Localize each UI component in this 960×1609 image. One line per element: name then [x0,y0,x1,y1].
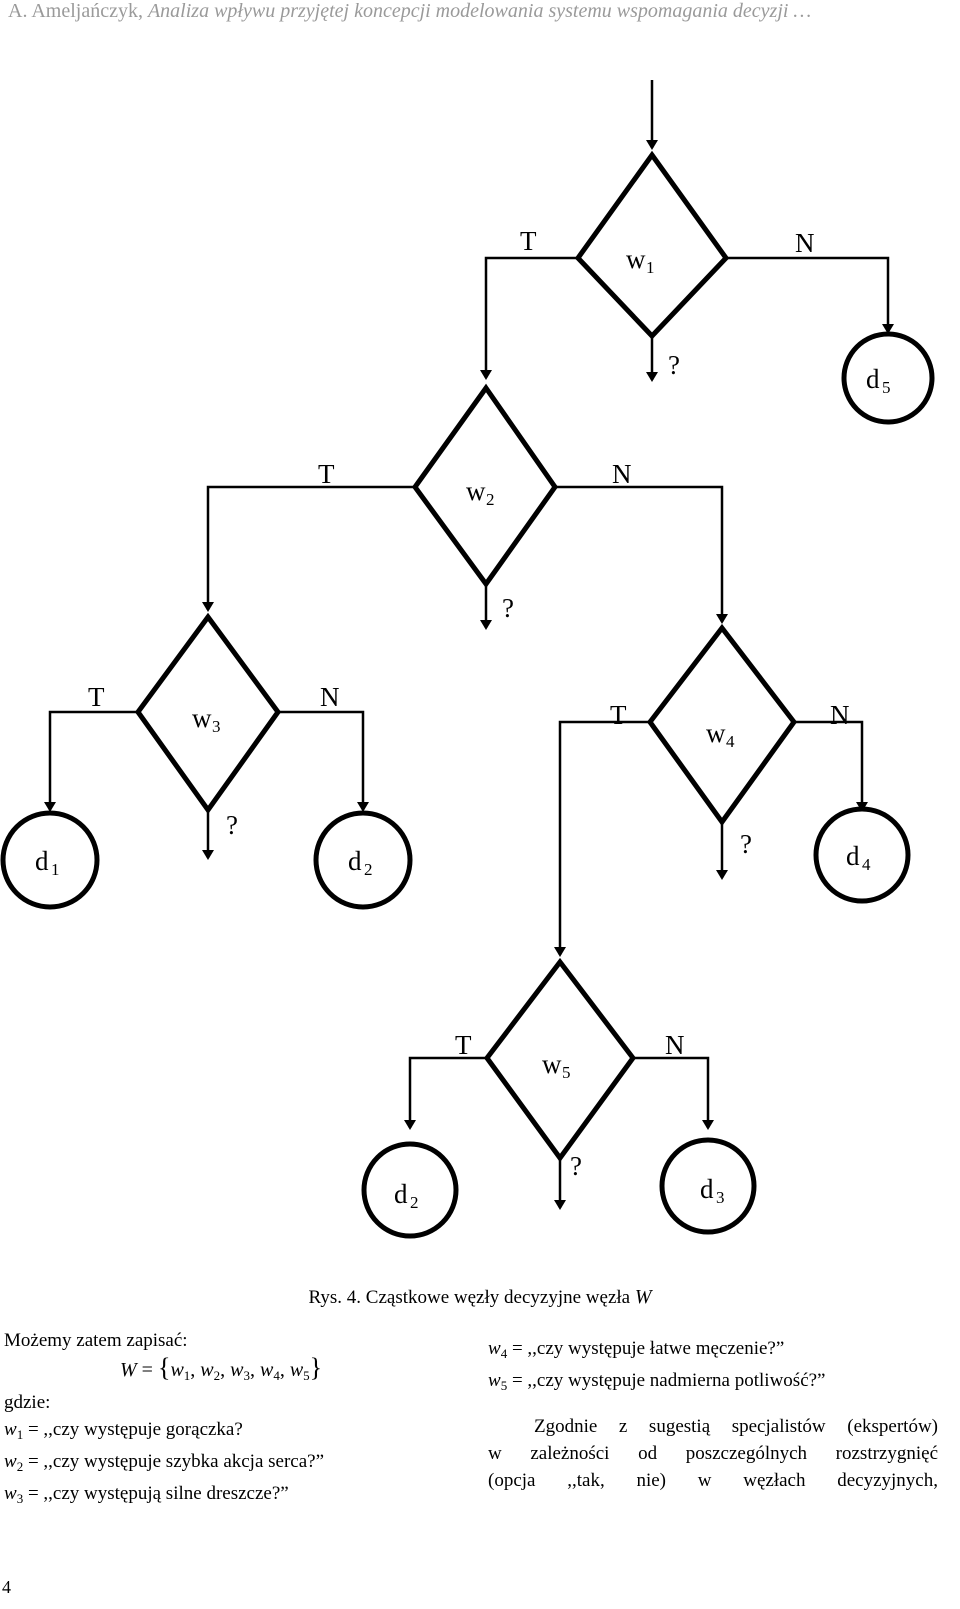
page-number: 4 [2,1577,11,1597]
node-letter: d [35,846,49,876]
definition-subscript: 1 [16,1427,24,1442]
figure-caption: Rys. 4. Cząstkowe węzły decyzyjne węzła … [0,1286,960,1309]
branch-no-label: N [612,459,632,489]
paragraph-line: (opcja ,,tak, nie) w węzłach decyzyjnych… [488,1470,938,1491]
decision-tree-diagram: w 1 T N ? w 2 T N ? w 3 T N ? w 4 T N ? … [0,80,935,1239]
definition-w5: w5 = ,,czy występuje nadmierna potliwość… [488,1367,938,1399]
node-letter: d [700,1174,714,1204]
decision-node-w4: w 4 T N ? [610,623,850,859]
formula-equals: = [141,1359,153,1381]
node-letter: d [846,841,860,871]
connector-lines [44,80,894,1210]
definition-variable: w [4,1483,17,1504]
node-subscript: 1 [646,258,655,277]
formula-item: w [170,1359,184,1381]
formula-item: w [230,1359,244,1381]
definition-variable: w [488,1338,501,1359]
formula-subscript: 4 [273,1368,280,1383]
definition-w4: w4 = ,,czy występuje łatwe męczenie?” [488,1335,938,1367]
left-column: Możemy zatem zapisać: W = {w1, w2, w3, w… [4,1327,464,1512]
branch-unknown-label: ? [668,350,680,380]
node-letter: d [394,1179,408,1209]
leaf-node-d1: d 1 [0,810,100,910]
branch-yes-label: T [318,459,335,489]
leaf-node-d3: d 3 [659,1137,757,1235]
branch-unknown-label: ? [570,1151,582,1181]
leaf-node-d4: d 4 [813,806,911,904]
formula-item: w [200,1359,214,1381]
node-subscript: 5 [882,378,891,397]
definition-text: = ,,czy występuje gorączka? [27,1419,243,1440]
node-subscript: 2 [410,1193,419,1212]
formula-lhs: W [120,1359,137,1381]
set-formula: W = {w1, w2, w3, w4, w5} [120,1353,323,1383]
decision-node-w3: w 3 T N ? [88,612,340,840]
definition-subscript: 2 [16,1459,24,1474]
node-letter: w [626,244,646,274]
node-subscript: 2 [364,860,373,879]
branch-yes-label: T [455,1030,472,1060]
definition-variable: w [488,1370,501,1391]
formula-item: w [259,1359,274,1381]
definition-variable: w [4,1419,17,1440]
leaf-node-d2-second: d 2 [361,1141,459,1239]
node-letter: w [706,718,726,748]
caption-text: Rys. 4. Cząstkowe węzły decyzyjne węzła [308,1287,631,1308]
decision-node-w5: w 5 T N ? [455,957,685,1181]
node-subscript: 4 [862,855,871,874]
definition-w3: w3 = ,,czy występują silne dreszcze?” [4,1480,464,1512]
caption-variable: W [634,1286,652,1308]
node-subscript: 3 [212,717,221,736]
branch-no-label: N [795,228,815,258]
paragraph-line: w zależności od poszczególnych rozstrzyg… [488,1443,938,1464]
node-subscript: 1 [51,860,60,879]
definition-subscript: 5 [500,1378,508,1393]
definition-text: = ,,czy występuje łatwe męczenie?” [511,1338,785,1359]
header-author: A. Ameljańczyk, [8,0,143,22]
formula-item: w [289,1359,304,1381]
definition-subscript: 4 [500,1346,508,1361]
node-letter: w [466,476,486,506]
node-letter: d [866,364,880,394]
paragraph-line: Zgodnie z sugestią specjalistów (ekspert… [534,1416,938,1437]
decision-node-w1: w 1 T N ? [520,150,815,380]
definition-w2: w2 = ,,czy występuje szybka akcja serca?… [4,1448,464,1480]
definition-text: = ,,czy występuje szybka akcja serca?” [27,1451,325,1472]
formula-subscript: 1 [183,1368,191,1383]
branch-yes-label: T [610,700,627,730]
branch-unknown-label: ? [226,810,238,840]
node-subscript: 2 [486,490,495,509]
branch-yes-label: T [520,226,537,256]
branch-unknown-label: ? [502,593,514,623]
formula-subscript: 5 [303,1368,310,1383]
header-title: Analiza wpływu przyjętej koncepcji model… [147,0,812,22]
node-letter: w [192,703,212,733]
intro-text: Możemy zatem zapisać: [4,1330,188,1351]
node-subscript: 4 [726,732,735,751]
node-letter: w [542,1049,562,1079]
formula-subscript: 2 [213,1368,221,1383]
node-subscript: 5 [562,1063,571,1082]
branch-no-label: N [830,700,850,730]
definition-text: = ,,czy występują silne dreszcze?” [27,1483,289,1504]
leaf-node-d2: d 2 [313,810,413,910]
formula-subscript: 3 [243,1368,250,1383]
where-label: gdzie: [4,1392,51,1413]
branch-no-label: N [320,682,340,712]
decision-node-w2: w 2 T N ? [318,383,632,623]
definition-variable: w [4,1451,17,1472]
node-letter: d [348,846,362,876]
definition-text: = ,,czy występuje nadmierna potliwość?” [511,1370,826,1391]
leaf-node-d5: d 5 [841,331,935,425]
node-subscript: 3 [716,1188,725,1207]
branch-unknown-label: ? [740,829,752,859]
branch-yes-label: T [88,682,105,712]
definition-subscript: 3 [16,1491,24,1506]
running-header: A. Ameljańczyk, Analiza wpływu przyjętej… [8,0,952,23]
right-column: w4 = ,,czy występuje łatwe męczenie?” w5… [488,1335,938,1494]
definition-w1: w1 = ,,czy występuje gorączka? [4,1416,464,1448]
branch-no-label: N [665,1030,685,1060]
